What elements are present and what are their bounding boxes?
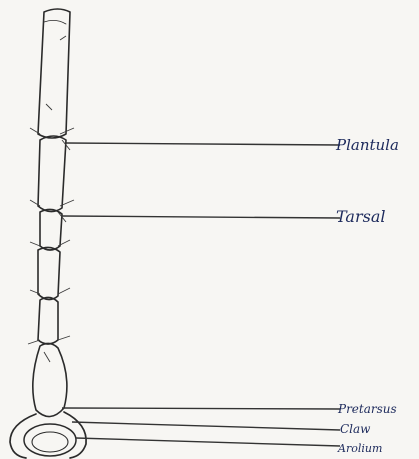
leader-plantula — [66, 143, 340, 145]
label-tarsal: Tarsal — [336, 207, 385, 226]
leader-claw — [72, 422, 340, 430]
leader-pretarsus — [62, 408, 340, 409]
tarsomere-1 — [38, 136, 66, 212]
tarsomere-5 — [33, 343, 67, 416]
tarsomere-3 — [38, 247, 60, 299]
leader-tarsal — [62, 216, 340, 218]
segment-tibia — [38, 9, 70, 138]
tarsomere-4 — [38, 297, 58, 344]
tarsomere-2 — [40, 209, 62, 250]
arolium-inner — [32, 432, 68, 452]
label-pretarsus: Pretarsus — [337, 402, 397, 416]
segment-tibia-inner — [44, 20, 66, 24]
leader-arolium — [76, 438, 340, 446]
label-plantula: Plantula — [335, 136, 399, 154]
label-claw: Claw — [340, 422, 371, 436]
label-arolium: Arolium — [337, 442, 382, 455]
